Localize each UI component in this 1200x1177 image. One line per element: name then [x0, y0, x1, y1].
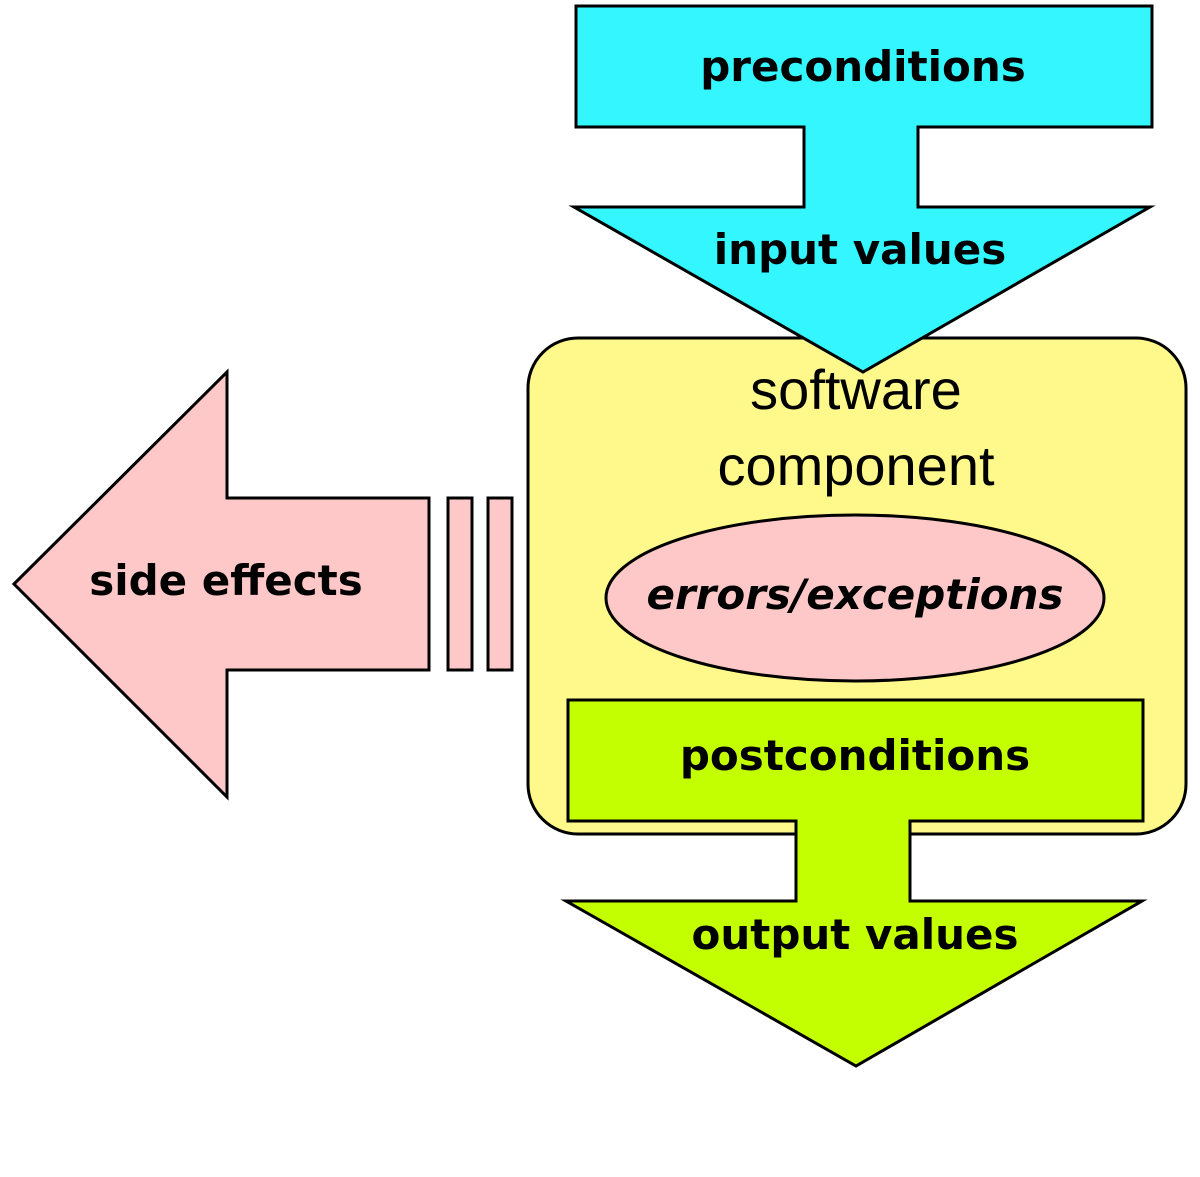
- component-title-line-2: component: [717, 434, 995, 497]
- errors-exceptions: errors/exceptions: [604, 513, 1106, 683]
- errors-ellipse-shape: [604, 513, 1106, 683]
- output-arrow-shape: [560, 698, 1148, 1068]
- input-values-label: input values: [714, 225, 1006, 274]
- preconditions-label: preconditions: [700, 42, 1026, 91]
- postconditions-label: postconditions: [680, 731, 1030, 780]
- output-arrow: postconditions output values: [560, 698, 1148, 1068]
- errors-exceptions-label: errors/exceptions: [646, 570, 1063, 619]
- input-arrow-shape: [568, 4, 1156, 374]
- input-arrow: preconditions input values: [568, 4, 1156, 374]
- output-values-label: output values: [692, 910, 1019, 959]
- side-effects-arrow-shape: [11, 368, 431, 801]
- side-effects-arrow: side effects: [11, 368, 514, 801]
- side-effects-bar-2: [486, 496, 514, 672]
- side-effects-bar-1: [446, 496, 474, 672]
- side-effects-label: side effects: [89, 556, 363, 605]
